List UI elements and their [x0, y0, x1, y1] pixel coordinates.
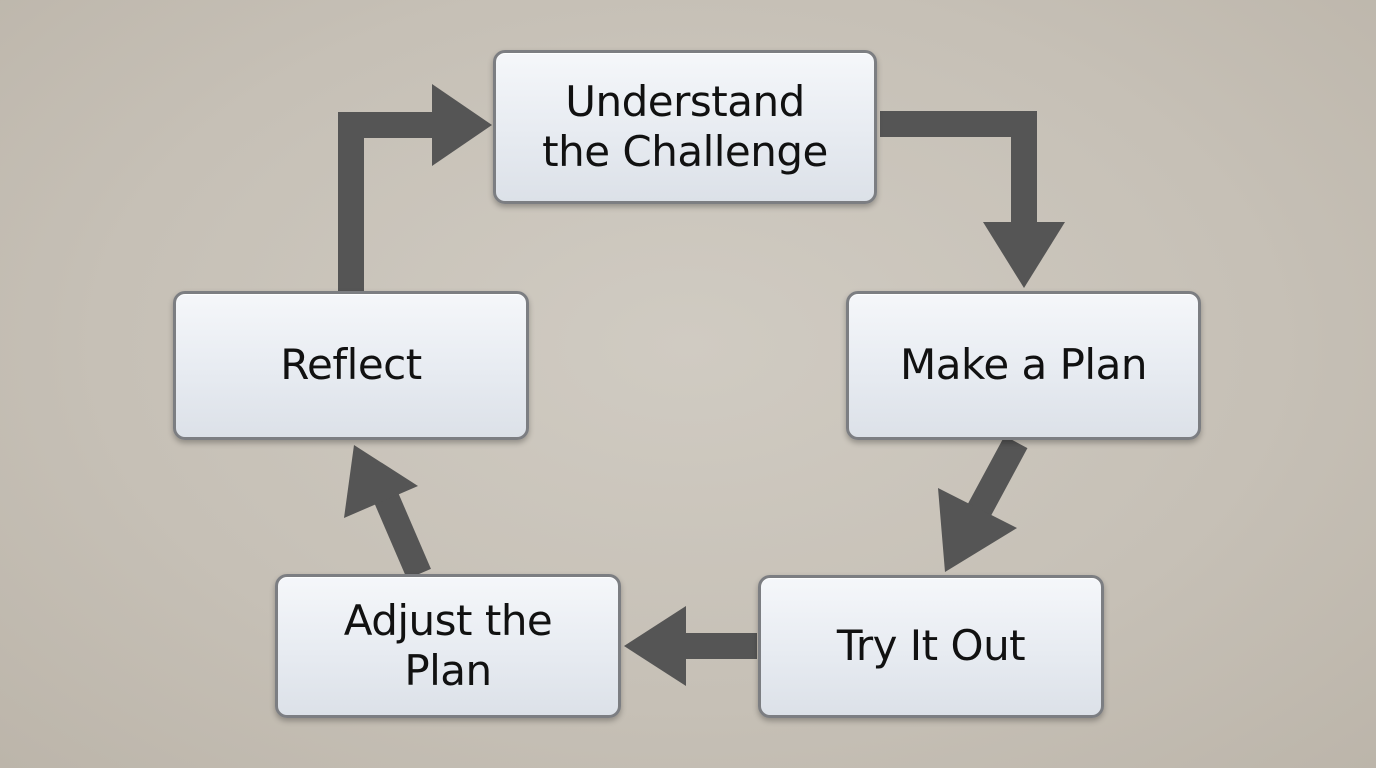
arrow-head: [344, 445, 418, 518]
node-adjust-the-plan: Adjust the Plan: [275, 574, 621, 718]
node-understand-the-challenge: Understand the Challenge: [493, 50, 877, 204]
node-make-a-plan: Make a Plan: [846, 291, 1201, 440]
arrow-head: [432, 84, 492, 166]
node-label: Make a Plan: [900, 340, 1147, 390]
arrow-try-to-adjust: [624, 606, 757, 686]
arrow-shaft: [373, 489, 431, 580]
arrow-adjust-to-reflect: [344, 445, 431, 580]
arrow-shaft: [963, 435, 1028, 525]
node-reflect: Reflect: [173, 291, 529, 440]
node-label: Understand the Challenge: [542, 76, 828, 176]
arrow-head: [624, 606, 686, 686]
arrow-plan-to-try: [938, 435, 1028, 572]
node-label: Try It Out: [836, 621, 1026, 671]
arrow-head: [983, 222, 1065, 288]
arrow-head: [938, 488, 1017, 572]
arrow-shaft: [338, 112, 438, 291]
arrow-shaft: [880, 111, 1037, 225]
node-label: Adjust the Plan: [343, 595, 553, 695]
arrow-understand-to-plan: [880, 111, 1065, 288]
node-try-it-out: Try It Out: [758, 575, 1104, 718]
node-label: Reflect: [280, 340, 422, 390]
arrow-reflect-to-understand: [338, 84, 492, 291]
